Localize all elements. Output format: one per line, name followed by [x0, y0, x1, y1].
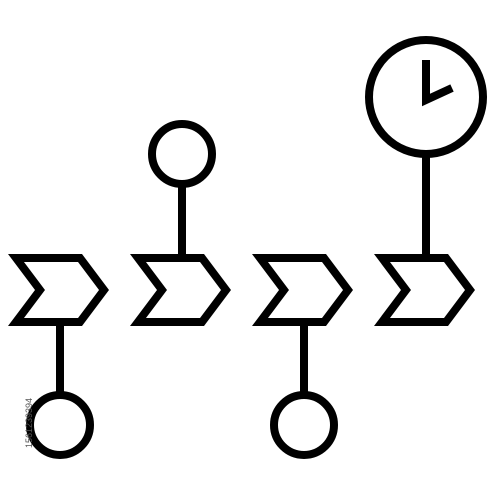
chevron-arrow-icon — [252, 254, 353, 326]
chevron-arrow-icon — [130, 254, 231, 326]
chevron-arrow-icon — [374, 254, 475, 326]
circle-node-icon — [270, 391, 338, 459]
circle-node-icon — [26, 391, 94, 459]
timeline-step-3 — [252, 254, 353, 459]
clock-icon — [365, 36, 487, 158]
chevron-arrow-icon — [8, 254, 109, 326]
timeline-step-2 — [130, 120, 231, 326]
timeline-step-1 — [8, 254, 109, 459]
timeline-step-4 — [365, 36, 487, 326]
circle-node-icon — [148, 120, 216, 188]
stock-image-id: 1561239394 — [24, 397, 34, 448]
